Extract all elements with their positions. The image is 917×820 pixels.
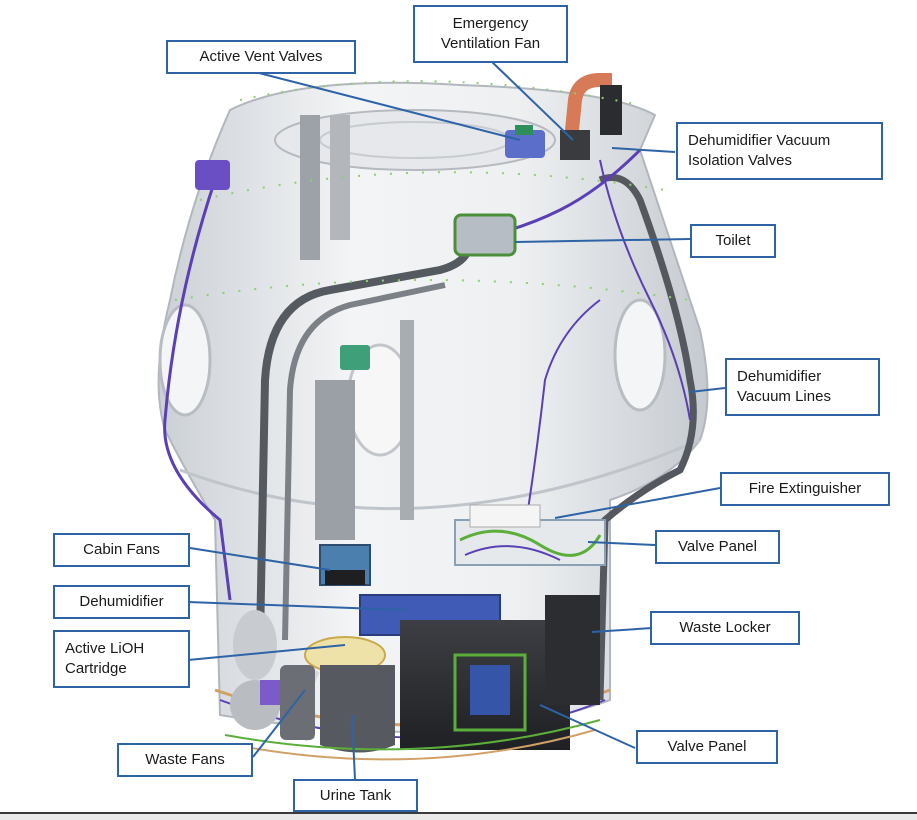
vent-valve-assembly bbox=[505, 130, 545, 158]
leader-dehum-vacuum-iso bbox=[611, 147, 676, 153]
label-dehumidifier: Dehumidifier bbox=[53, 585, 190, 619]
leader-toilet bbox=[514, 238, 691, 243]
label-valve-panel-lower: Valve Panel bbox=[636, 730, 778, 764]
bottom-border bbox=[0, 812, 917, 820]
toilet-assembly bbox=[453, 213, 517, 257]
leader-urine-tank bbox=[351, 714, 356, 781]
dark-duct-right bbox=[596, 174, 697, 701]
leader-fire-extinguisher bbox=[554, 487, 721, 519]
capsule-shell bbox=[157, 81, 709, 733]
wiring-left bbox=[163, 179, 232, 601]
left-window bbox=[158, 303, 212, 417]
emergency-fan-duct bbox=[560, 73, 622, 160]
leader-valve-panel-upper bbox=[587, 541, 656, 546]
leader-valve-panel-lower bbox=[539, 704, 636, 749]
label-cabin-fans: Cabin Fans bbox=[53, 533, 190, 567]
label-toilet: Toilet bbox=[690, 224, 776, 258]
label-emergency-ventilation-fan: Emergency Ventilation Fan bbox=[413, 5, 568, 63]
label-active-lioh-cartridge: Active LiOH Cartridge bbox=[53, 630, 190, 688]
leader-dehum-vacuum-lines bbox=[689, 387, 726, 393]
label-fire-extinguisher: Fire Extinguisher bbox=[720, 472, 890, 506]
leader-active-vent-valves bbox=[254, 71, 521, 141]
label-dehumidifier-vacuum-isolation-valves: Dehumidifier Vacuum Isolation Valves bbox=[676, 122, 883, 180]
label-urine-tank: Urine Tank bbox=[293, 779, 418, 812]
leader-cabin-fans bbox=[189, 547, 331, 571]
right-window bbox=[613, 298, 667, 412]
label-waste-fans: Waste Fans bbox=[117, 743, 253, 777]
leader-emergency-fan bbox=[489, 59, 574, 141]
leader-dehumidifier bbox=[187, 601, 406, 611]
label-valve-panel-upper: Valve Panel bbox=[655, 530, 780, 564]
waste-fans-unit bbox=[280, 665, 315, 740]
leader-active-lioh bbox=[187, 644, 346, 661]
valve-panel-upper-assembly bbox=[454, 504, 606, 566]
leader-waste-locker bbox=[591, 627, 653, 633]
label-waste-locker: Waste Locker bbox=[650, 611, 800, 645]
leader-waste-fans bbox=[252, 689, 306, 758]
label-active-vent-valves: Active Vent Valves bbox=[166, 40, 356, 74]
central-column bbox=[315, 380, 355, 540]
urine-tank-shape bbox=[320, 665, 395, 753]
label-dehumidifier-vacuum-lines: Dehumidifier Vacuum Lines bbox=[725, 358, 880, 416]
